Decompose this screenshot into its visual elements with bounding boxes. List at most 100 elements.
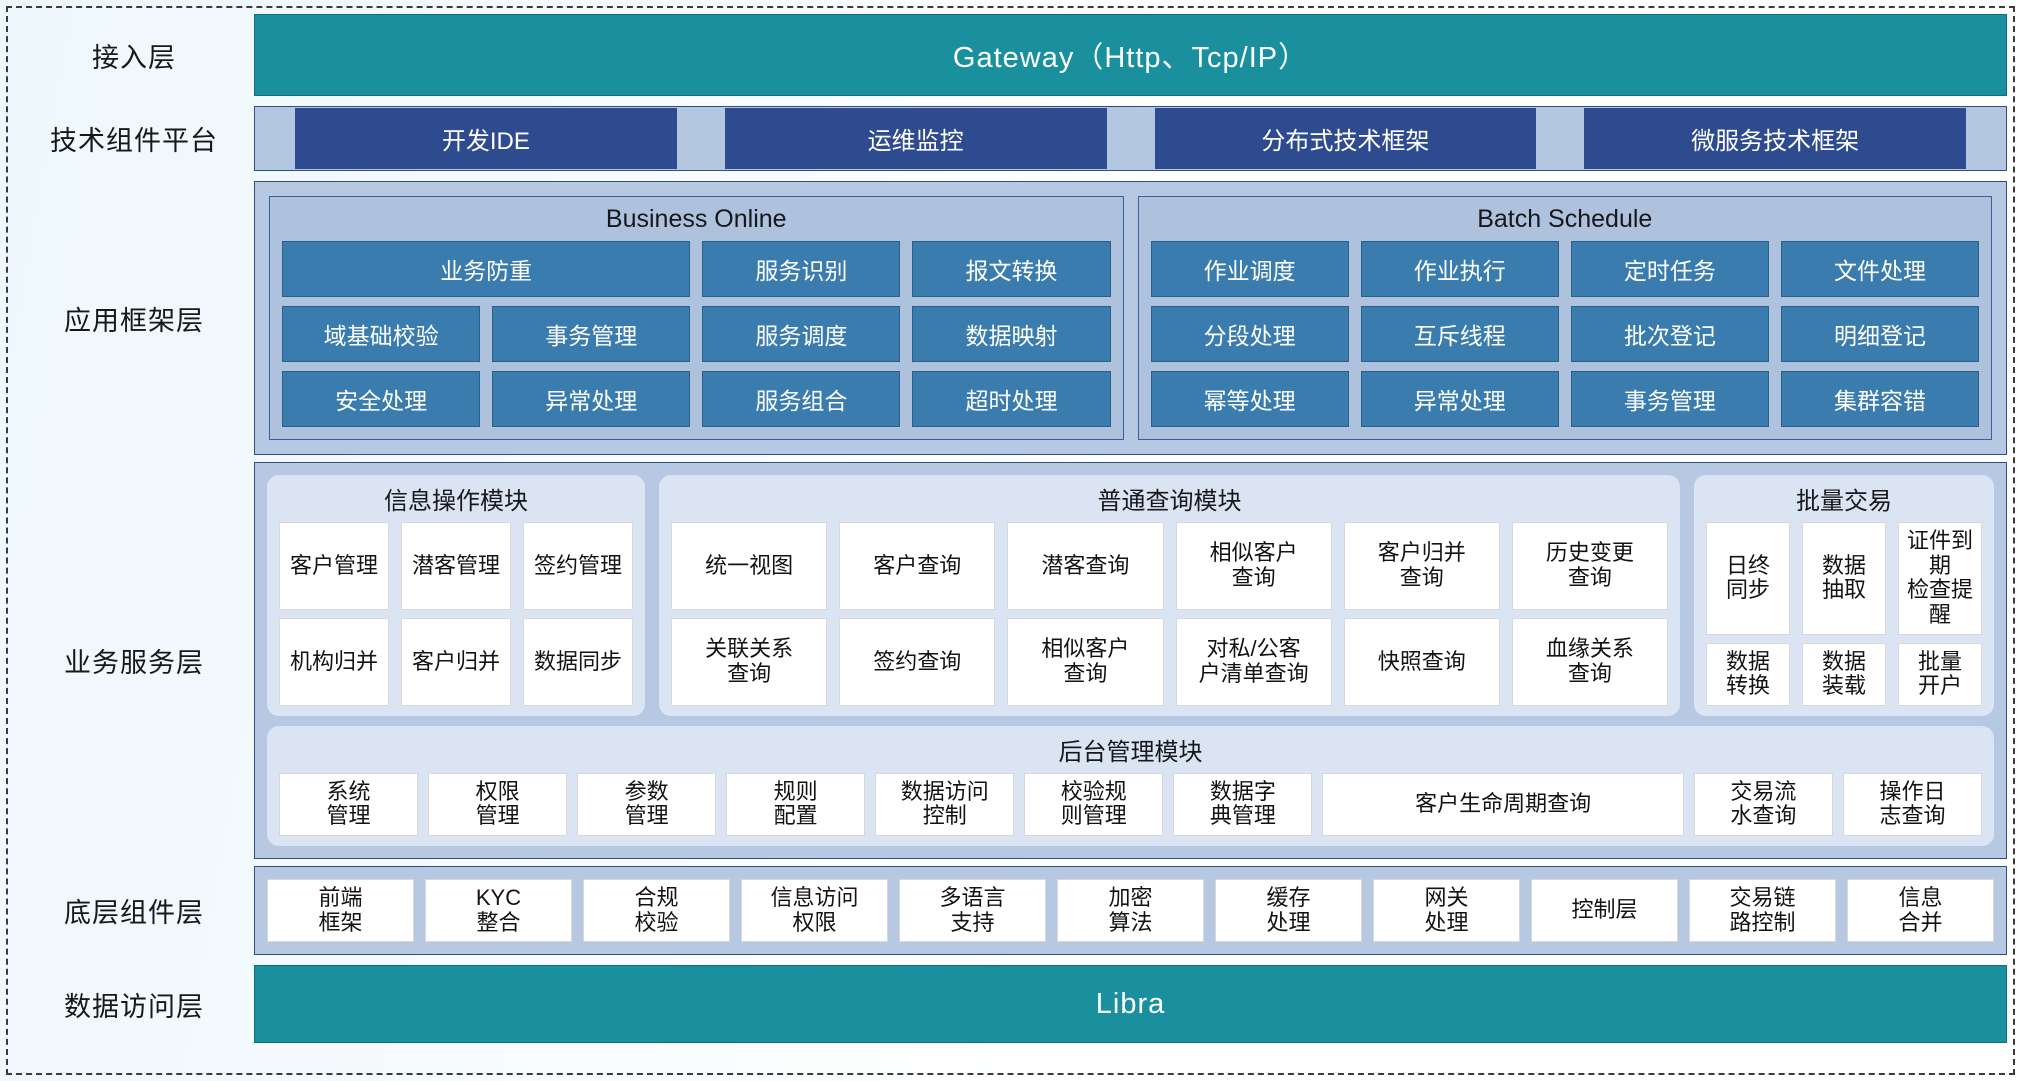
module-title-batch-transaction: 批量交易 xyxy=(1796,488,1892,515)
cell-customer-mgmt[interactable]: 客户管理 xyxy=(279,522,389,610)
cell-relation-query[interactable]: 关联关系 查询 xyxy=(671,617,828,706)
module-general-query: 普通查询模块 统一视图 客户查询 潜客查询 相似客户 查询 客户归并 查询 历史… xyxy=(659,475,1680,716)
cell-info-merge[interactable]: 信息 合并 xyxy=(1847,879,1994,943)
cell-kyc-integration[interactable]: KYC 整合 xyxy=(425,879,572,943)
cell-cache-processing[interactable]: 缓存 处理 xyxy=(1215,879,1362,943)
business-service-panel: 信息操作模块 客户管理 潜客管理 签约管理 机构归并 客户归并 数据同步 xyxy=(254,462,2007,859)
tech-chip-microservice-framework[interactable]: 微服务技术框架 xyxy=(1584,108,1966,169)
cell-data-access-control[interactable]: 数据访问 控制 xyxy=(875,772,1015,836)
cell-cert-expiry-reminder[interactable]: 证件到期 检查提醒 xyxy=(1898,522,1982,635)
layer-stack: 接入层 Gateway（Http、Tcp/IP） 技术组件平台 开发IDE 运维… xyxy=(14,14,2007,1067)
module-title-info-operations: 信息操作模块 xyxy=(384,488,528,515)
cell-parameter-mgmt[interactable]: 参数 管理 xyxy=(577,772,717,836)
cell-prospect-query[interactable]: 潜客查询 xyxy=(1007,522,1164,610)
layer-label-app-framework: 应用框架层 xyxy=(64,305,204,336)
cell-frontend-framework[interactable]: 前端 框架 xyxy=(267,879,414,943)
spacer xyxy=(14,171,2007,181)
cell-batch-account-open[interactable]: 批量 开户 xyxy=(1898,642,1982,706)
layer-label-business-service: 业务服务层 xyxy=(64,648,204,678)
cell-batch-register[interactable]: 批次登记 xyxy=(1570,306,1769,362)
cell-service-composition[interactable]: 服务组合 xyxy=(702,371,901,427)
spacer xyxy=(14,955,2007,965)
cell-message-transform[interactable]: 报文转换 xyxy=(912,241,1111,297)
cell-data-transform[interactable]: 数据 转换 xyxy=(1706,642,1790,706)
cell-rule-config[interactable]: 规则 配置 xyxy=(726,772,866,836)
cell-service-dispatch[interactable]: 服务调度 xyxy=(702,306,901,362)
cell-transaction-flow-query[interactable]: 交易流 水查询 xyxy=(1693,772,1833,836)
cell-file-processing[interactable]: 文件处理 xyxy=(1780,241,1979,297)
cell-cluster-fault-tolerance[interactable]: 集群容错 xyxy=(1780,371,1979,427)
cell-gateway-processing[interactable]: 网关 处理 xyxy=(1373,879,1520,943)
layer-label-data-access: 数据访问层 xyxy=(64,991,204,1022)
cell-private-corporate-list-query[interactable]: 对私/公客 户清单查询 xyxy=(1175,617,1332,706)
cell-batch-exception-handling[interactable]: 异常处理 xyxy=(1360,371,1559,427)
layer-app-framework: 应用框架层 Business Online 业务防重 服务识别 报文转换 域基础… xyxy=(14,181,2007,455)
cell-transaction-mgmt[interactable]: 事务管理 xyxy=(492,306,691,362)
tech-chip-row: 开发IDE 运维监控 分布式技术框架 微服务技术框架 xyxy=(255,108,2006,169)
cell-customer-lifecycle-query[interactable]: 客户生命周期查询 xyxy=(1322,772,1684,836)
cell-info-access-permission[interactable]: 信息访问 权限 xyxy=(741,879,888,943)
cell-security-handling[interactable]: 安全处理 xyxy=(282,371,481,427)
cell-unified-view[interactable]: 统一视图 xyxy=(671,522,828,610)
layer-label-tech-platform: 技术组件平台 xyxy=(50,126,218,156)
cell-operation-log-query[interactable]: 操作日 志查询 xyxy=(1842,772,1982,836)
cell-snapshot-query[interactable]: 快照查询 xyxy=(1343,617,1500,706)
cell-data-sync[interactable]: 数据同步 xyxy=(523,617,633,706)
batch-transaction-grid: 日终 同步 数据 抽取 证件到期 检查提醒 数据 转换 数据 装载 批量 开户 xyxy=(1706,522,1982,706)
tech-chip-ops-monitor[interactable]: 运维监控 xyxy=(724,108,1107,169)
cell-segment-processing[interactable]: 分段处理 xyxy=(1150,306,1349,362)
tech-chip-ide[interactable]: 开发IDE xyxy=(295,108,677,169)
cell-system-mgmt[interactable]: 系统 管理 xyxy=(279,772,419,836)
cell-data-load[interactable]: 数据 装载 xyxy=(1802,642,1886,706)
module-title-backend-admin: 后台管理模块 xyxy=(1058,738,1203,766)
cell-timed-task[interactable]: 定时任务 xyxy=(1570,241,1769,297)
cell-data-mapping[interactable]: 数据映射 xyxy=(912,306,1111,362)
cell-compliance-check[interactable]: 合规 校验 xyxy=(583,879,730,943)
cell-control-layer[interactable]: 控制层 xyxy=(1531,879,1678,943)
cell-timeout-handling[interactable]: 超时处理 xyxy=(912,371,1111,427)
cell-transaction-link-control[interactable]: 交易链 路控制 xyxy=(1689,879,1836,943)
cell-service-identify[interactable]: 服务识别 xyxy=(702,241,901,297)
cell-customer-merge[interactable]: 客户归并 xyxy=(401,617,511,706)
cell-customer-merge-query[interactable]: 客户归并 查询 xyxy=(1343,522,1500,610)
cell-lineage-relation-query[interactable]: 血缘关系 查询 xyxy=(1511,617,1668,706)
module-info-operations: 信息操作模块 客户管理 潜客管理 签约管理 机构归并 客户归并 数据同步 xyxy=(267,475,645,716)
cell-data-dictionary-mgmt[interactable]: 数据字 典管理 xyxy=(1173,772,1313,836)
cell-batch-transaction-mgmt[interactable]: 事务管理 xyxy=(1570,371,1769,427)
cell-customer-query[interactable]: 客户查询 xyxy=(839,522,996,610)
cell-job-execute[interactable]: 作业执行 xyxy=(1360,241,1559,297)
cell-business-dedup[interactable]: 业务防重 xyxy=(282,241,691,297)
cell-permission-mgmt[interactable]: 权限 管理 xyxy=(428,772,568,836)
spacer xyxy=(14,859,2007,866)
cell-multilingual-support[interactable]: 多语言 支持 xyxy=(899,879,1046,943)
layer-data-access: 数据访问层 Libra xyxy=(14,965,2007,1044)
gateway-bar[interactable]: Gateway（Http、Tcp/IP） xyxy=(254,14,2007,96)
cell-job-schedule[interactable]: 作业调度 xyxy=(1150,241,1349,297)
module-batch-transaction: 批量交易 日终 同步 数据 抽取 证件到期 检查提醒 数据 转换 数据 装载 批… xyxy=(1694,475,1994,716)
diagram-border xyxy=(6,6,2015,1075)
cell-encryption-algorithm[interactable]: 加密 算法 xyxy=(1057,879,1204,943)
info-operations-grid: 客户管理 潜客管理 签约管理 机构归并 客户归并 数据同步 xyxy=(279,522,633,706)
tech-chip-distributed-framework[interactable]: 分布式技术框架 xyxy=(1154,108,1537,169)
libra-bar[interactable]: Libra xyxy=(254,965,2007,1044)
cell-eod-sync[interactable]: 日终 同步 xyxy=(1706,522,1790,635)
layer-tech-platform: 技术组件平台 开发IDE 运维监控 分布式技术框架 微服务技术框架 xyxy=(14,106,2007,171)
module-backend-admin: 后台管理模块 系统 管理 权限 管理 参数 管理 规则 配置 数据访问 控制 校… xyxy=(267,725,1994,846)
cell-detail-register[interactable]: 明细登记 xyxy=(1780,306,1979,362)
cell-domain-validation[interactable]: 域基础校验 xyxy=(282,306,481,362)
cell-similar-customer-query-2[interactable]: 相似客户 查询 xyxy=(1007,617,1164,706)
cell-org-merge[interactable]: 机构归并 xyxy=(279,617,389,706)
cell-similar-customer-query[interactable]: 相似客户 查询 xyxy=(1175,522,1332,610)
cell-exception-handling[interactable]: 异常处理 xyxy=(492,371,691,427)
cell-contract-mgmt[interactable]: 签约管理 xyxy=(523,522,633,610)
cell-data-extract[interactable]: 数据 抽取 xyxy=(1802,522,1886,635)
cell-contract-query[interactable]: 签约查询 xyxy=(839,617,996,706)
cell-idempotent-processing[interactable]: 幂等处理 xyxy=(1150,371,1349,427)
business-online-grid: 业务防重 服务识别 报文转换 域基础校验 事务管理 服务调度 数据映射 安全处理… xyxy=(282,241,1111,427)
cell-history-change-query[interactable]: 历史变更 查询 xyxy=(1511,522,1668,610)
cell-mutex-thread[interactable]: 互斥线程 xyxy=(1360,306,1559,362)
cell-validation-rule-mgmt[interactable]: 校验规 则管理 xyxy=(1024,772,1164,836)
business-service-modules: 信息操作模块 客户管理 潜客管理 签约管理 机构归并 客户归并 数据同步 xyxy=(267,475,1994,716)
cell-prospect-mgmt[interactable]: 潜客管理 xyxy=(401,522,511,610)
layer-label-access: 接入层 xyxy=(92,42,176,73)
